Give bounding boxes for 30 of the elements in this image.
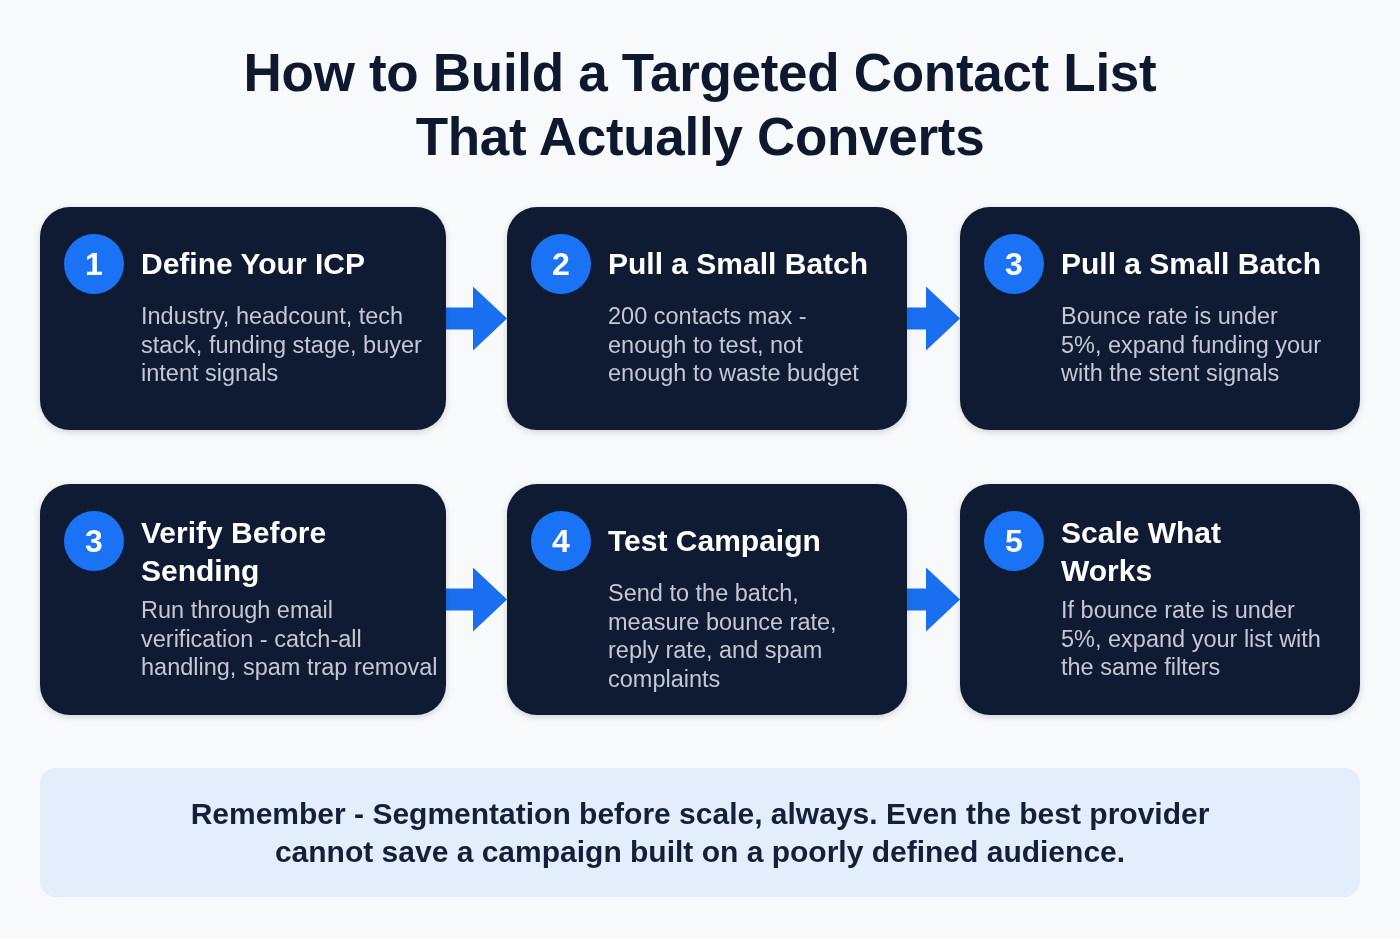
step-card bbox=[507, 484, 907, 715]
step-number: 3 bbox=[984, 234, 1044, 294]
step-card bbox=[40, 207, 446, 430]
arrow bbox=[446, 286, 507, 351]
step-description: 200 contacts max - enough to test, not enough to waste budget bbox=[608, 302, 860, 388]
step-number: 5 bbox=[984, 511, 1044, 571]
step-description: If bounce rate is under 5%, expand your list with the same filters bbox=[1061, 596, 1322, 682]
callout-text: Remember - Segmentation before scale, always. Even the best provider cannot save a campaign built on a poorly defined audience. bbox=[189, 795, 1211, 870]
step-card bbox=[507, 207, 907, 430]
arrow bbox=[446, 567, 507, 632]
step-title: Pull a Small Batch bbox=[608, 246, 870, 282]
step-card bbox=[960, 484, 1360, 715]
step-description: Bounce rate is under 5%, expand funding your with the stent signals bbox=[1061, 302, 1322, 388]
step-number: 1 bbox=[64, 234, 124, 294]
step-card bbox=[40, 484, 446, 715]
step-title: Pull a Small Batch bbox=[1061, 246, 1323, 282]
step-title: Test Campaign bbox=[608, 523, 822, 559]
step-card bbox=[960, 207, 1360, 430]
step-title: Scale What Works bbox=[1061, 515, 1223, 589]
step-title: Define Your ICP bbox=[141, 246, 366, 282]
step-description: Run through email verification - catch-all handling, spam trap removal bbox=[141, 596, 439, 682]
arrow bbox=[907, 567, 960, 632]
step-description: Send to the batch, measure bounce rate, reply rate, and spam complaints bbox=[608, 579, 838, 693]
step-number: 2 bbox=[531, 234, 591, 294]
step-number: 3 bbox=[64, 511, 124, 571]
step-number: 4 bbox=[531, 511, 591, 571]
step-title: Verify Before Sending bbox=[141, 515, 328, 589]
step-description: Industry, headcount, tech stack, funding stage, buyer intent signals bbox=[141, 302, 423, 388]
title: How to Build a Targeted Contact List That Actually Converts bbox=[242, 42, 1158, 168]
arrow bbox=[907, 286, 960, 351]
